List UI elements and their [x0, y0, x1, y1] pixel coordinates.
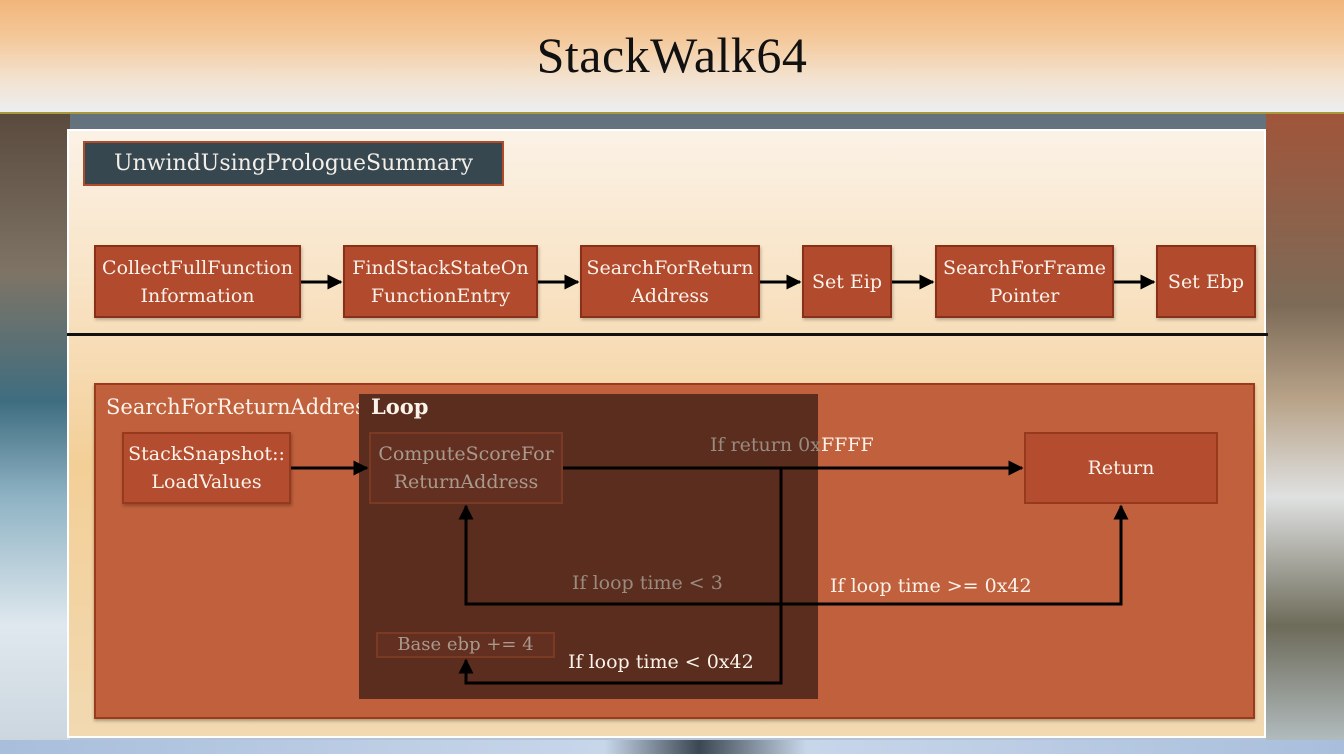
section-title-unwind-using-prologue-summary: UnwindUsingPrologueSummary: [83, 141, 504, 186]
step-label-line2: Information: [140, 284, 255, 307]
node-label: Base ebp += 4: [397, 634, 534, 655]
node-load-values: StackSnapshot::LoadValues: [122, 432, 291, 504]
loop-label: Loop: [371, 394, 429, 419]
step-label-line1: SearchForFrame: [942, 256, 1107, 279]
edge-label-part-dim: If return 0x: [710, 434, 821, 456]
step-set-ebp: Set Ebp: [1156, 245, 1256, 318]
edge-label-loop-lt-42: If loop time < 0x42: [568, 651, 754, 673]
node-return: Return: [1024, 432, 1218, 504]
step-label: Set Eip: [811, 270, 883, 293]
step-label-line1: SearchForReturn: [586, 256, 754, 279]
edge-label-part-light: FFFF: [820, 434, 874, 456]
background-scene-right: [1266, 113, 1344, 754]
edge-label-loop-ge-42: If loop time >= 0x42: [830, 575, 1032, 597]
detail-title: SearchForReturnAddress: [106, 395, 377, 419]
step-set-eip: Set Eip: [802, 245, 892, 318]
step-label-line1: FindStackStateOn: [352, 256, 529, 279]
node-base-ebp-increment: Base ebp += 4: [376, 632, 555, 658]
node-label: Return: [1087, 457, 1155, 479]
step-label-line1: CollectFullFunction: [102, 256, 293, 279]
edge-label-if-return-ffff: If return 0xFFFF: [710, 434, 874, 456]
background-scene-bottom: [0, 740, 1344, 754]
node-label-line2: ReturnAddress: [393, 471, 539, 493]
step-label-line2: Address: [631, 284, 709, 307]
step-label: Set Ebp: [1167, 270, 1245, 293]
step-label-line2: FunctionEntry: [370, 284, 511, 307]
node-label-line2: LoadValues: [151, 471, 262, 493]
background-scene-left: [0, 113, 70, 754]
slide-title: StackWalk64: [536, 27, 808, 83]
step-label-line2: Pointer: [989, 284, 1060, 307]
slide-header: StackWalk64: [0, 0, 1344, 114]
node-label-line1: StackSnapshot::: [128, 443, 285, 465]
node-label-line1: ComputeScoreFor: [378, 443, 554, 465]
edge-label-loop-lt-3: If loop time < 3: [572, 572, 723, 594]
section-divider: [67, 333, 1268, 336]
